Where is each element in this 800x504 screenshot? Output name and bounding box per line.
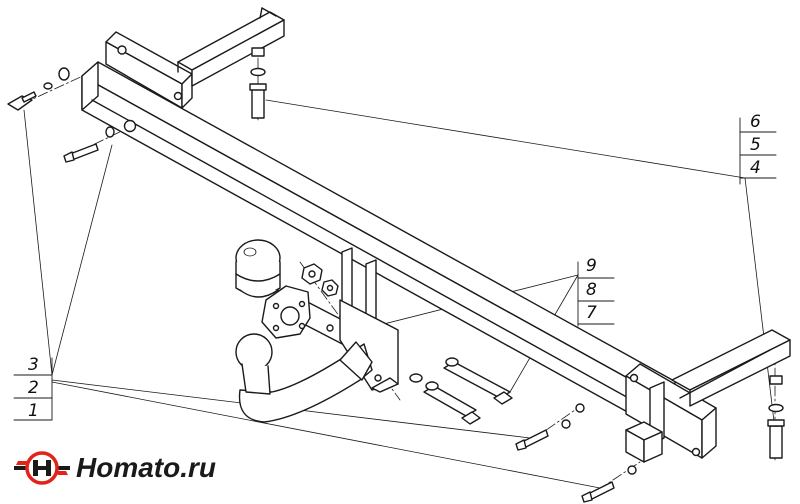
homato-logo-icon — [14, 451, 70, 485]
flange-plate — [261, 285, 311, 339]
long-bolts — [409, 357, 513, 425]
homato-logo[interactable]: Homato.ru — [14, 448, 216, 488]
bottom-bolts — [515, 419, 637, 503]
tow-ball-upper — [235, 239, 281, 298]
tow-ball-neck — [235, 333, 373, 423]
callout-frames — [13, 117, 777, 421]
right-side-bracket — [625, 329, 791, 459]
left-bolt-set — [7, 67, 115, 163]
callout-9: 9 — [586, 256, 597, 276]
callout-6: 6 — [750, 112, 761, 132]
vertical-bolts — [249, 47, 785, 459]
left-side-bracket — [105, 7, 285, 109]
callout-4: 4 — [750, 158, 761, 178]
cross-beam — [81, 61, 677, 431]
callout-1: 1 — [28, 401, 39, 421]
callout-5: 5 — [750, 135, 761, 155]
beam-end-tube — [625, 421, 663, 463]
homato-logo-text: Homato.ru — [76, 452, 216, 483]
callout-7: 7 — [586, 303, 597, 323]
callout-8: 8 — [586, 280, 597, 300]
callout-2: 2 — [28, 378, 39, 398]
nuts — [301, 263, 339, 297]
callout-3: 3 — [28, 355, 39, 375]
